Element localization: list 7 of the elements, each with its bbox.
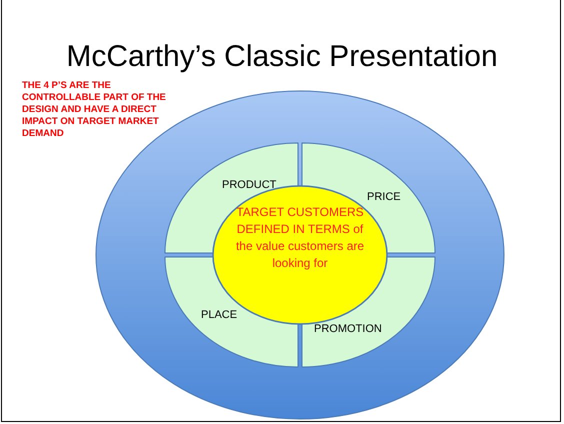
quadrant-label: PRICE (367, 191, 401, 203)
note-text: THE 4 P’S ARE THE CONTROLLABLE PART OF THE DESIGN AND HAVE A DIRECT IMPACT ON TARGET MARKET DEMAND (22, 80, 167, 140)
quadrant-label: PRODUCT (222, 179, 276, 191)
center-text: TARGET CUSTOMERS DEFINED IN TERMS of the value customers are looking for (234, 204, 366, 272)
quadrant-label: PLACE (201, 309, 238, 321)
slide-title: McCarthy’s Classic Presentation (65, 40, 499, 74)
quadrant-label: PROMOTION (314, 323, 382, 335)
